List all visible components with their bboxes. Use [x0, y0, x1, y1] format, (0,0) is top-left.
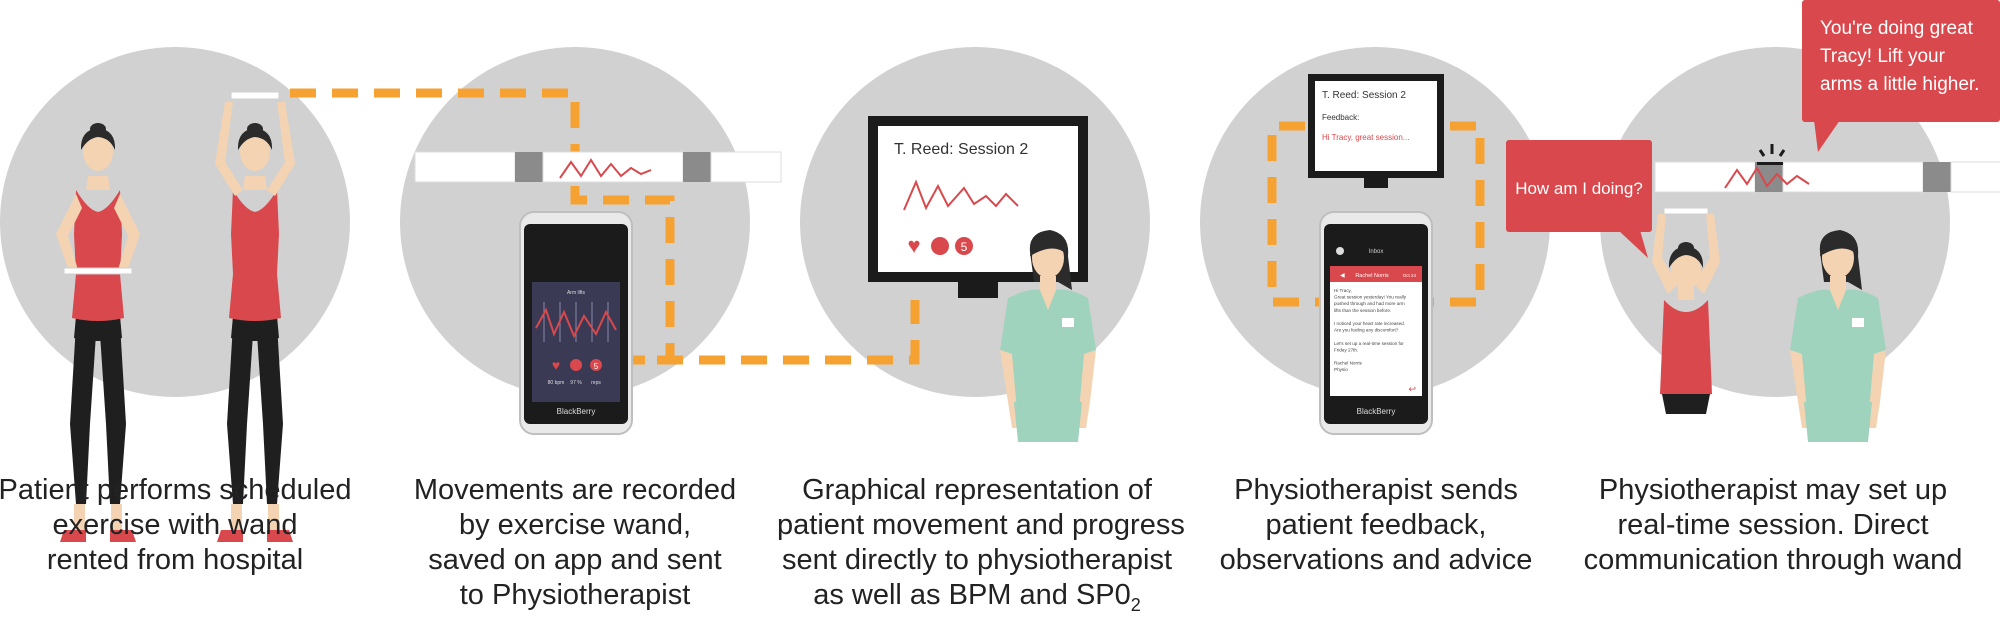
monitor-rep-badge — [955, 237, 973, 255]
caption-line: saved on app and sent — [428, 544, 722, 576]
message-line: I noticed your heart rate increased. — [1334, 321, 1405, 326]
feedback-label: Feedback: — [1322, 113, 1359, 122]
caption-line: communication through wand — [1583, 544, 1963, 576]
spo2-value: 97 % — [570, 380, 582, 386]
feedback-preview: Hi Tracy, great session... — [1322, 133, 1409, 142]
caption-subscript: 2 — [1130, 594, 1141, 615]
caption-line: to Physiotherapist — [459, 579, 691, 611]
message-sender: Rachel Norris — [1355, 273, 1389, 279]
phone-step2: Arm lifts ♥ 5 80 bpm 97 % reps BlackBerr… — [519, 211, 633, 435]
caption-line: Movements are recorded — [413, 474, 737, 506]
oxygen-icon — [570, 359, 582, 371]
caption-line: Graphical representation of — [802, 474, 1152, 506]
message-line: lifts than the session before. — [1334, 308, 1391, 313]
data-flow-connector — [290, 88, 920, 365]
caption-line: observations and advice — [1219, 544, 1533, 576]
monitor-heart-icon: ♥ — [907, 233, 920, 258]
step3-caption: Graphical representation of patient move… — [777, 473, 1185, 623]
feedback-monitor-title: T. Reed: Session 2 — [1322, 90, 1406, 101]
message-line: Great session yesterday! You really — [1334, 295, 1407, 300]
caption-bpm-prefix: as well as BPM and SP0 — [813, 579, 1131, 611]
message-line: pushed through and had more arm — [1334, 301, 1405, 306]
physio-message-line-3: arms a little higher. — [1820, 74, 1979, 95]
physio-message-line-2: Tracy! Lift your — [1820, 46, 1946, 67]
caption-line: Physiotherapist may set up — [1598, 474, 1948, 506]
session-monitor: T. Reed: Session 2 ♥ 5 — [868, 116, 1088, 298]
patient-speech-bubble: How am I doing? — [1506, 140, 1652, 258]
back-arrow-icon: ◀ — [1340, 273, 1345, 279]
phone2-brand: BlackBerry — [1357, 407, 1396, 416]
inbox-avatar-icon — [1336, 247, 1344, 255]
rep-count-badge — [590, 359, 602, 371]
bpm-value: 80 bpm — [548, 380, 565, 386]
patient-standing-figure — [56, 123, 140, 542]
step4-caption: Physiotherapist sends patient feedback, … — [1176, 473, 1576, 578]
feedback-connector — [1267, 121, 1485, 307]
phone-screen-title: Arm lifts — [567, 290, 586, 296]
step2-caption: Movements are recorded by exercise wand,… — [375, 473, 775, 613]
caption-line: as well as BPM and SP02 — [777, 578, 1177, 623]
monitor-oxygen-icon — [931, 237, 949, 255]
step1-caption: Patient performs scheduled exercise with… — [0, 473, 375, 578]
monitor-title: T. Reed: Session 2 — [894, 141, 1028, 158]
exercise-wand — [414, 151, 782, 183]
caption-line: Patient performs scheduled — [0, 474, 352, 506]
caption-line: rented from hospital — [46, 544, 304, 576]
inbox-header: Inbox — [1369, 249, 1384, 255]
realtime-wand — [1654, 161, 2000, 193]
physio-speech-bubble: You're doing great Tracy! Lift your arms… — [1802, 0, 2000, 152]
patient-realtime-figure — [1652, 207, 1720, 414]
caption-line: by exercise wand, — [458, 509, 692, 541]
message-line: Hi Tracy, — [1334, 288, 1352, 293]
message-line: Friday 27th. — [1334, 347, 1358, 352]
caption-line: exercise with wand — [52, 509, 298, 541]
caption-line: patient feedback, — [1265, 509, 1487, 541]
message-line: Are you feeling any discomfort? — [1334, 328, 1399, 333]
message-line: Rachel Norris — [1334, 361, 1363, 366]
caption-line: sent directly to physiotherapist — [781, 544, 1173, 576]
message-line: Physio — [1334, 367, 1348, 372]
patient-question: How am I doing? — [1515, 179, 1643, 198]
phone-step4: Inbox ◀ Rachel Norris Oct 24 Hi Tracy, Gr… — [1319, 211, 1433, 435]
patient-arms-raised-figure — [215, 91, 295, 542]
rep-count: 5 — [594, 362, 599, 371]
step1-circle — [0, 47, 350, 397]
physio-message-line-1: You're doing great — [1820, 18, 1974, 39]
feedback-monitor: T. Reed: Session 2 Feedback: Hi Tracy, g… — [1308, 74, 1444, 188]
reply-icon: ↩ — [1408, 384, 1416, 394]
message-line: Let's set up a real-time session for — [1334, 341, 1404, 346]
caption-line: patient movement and progress — [777, 509, 1185, 541]
phone-brand: BlackBerry — [557, 407, 596, 416]
caption-line: Physiotherapist sends — [1234, 474, 1518, 506]
monitor-rep-count: 5 — [961, 240, 968, 254]
message-body: Hi Tracy, Great session yesterday! You re… — [1334, 288, 1407, 372]
reps-label: reps — [591, 380, 601, 386]
heart-icon: ♥ — [552, 357, 560, 373]
caption-line: real-time session. Direct — [1617, 509, 1929, 541]
message-date: Oct 24 — [1403, 273, 1417, 278]
vibration-indicator-icon — [1758, 144, 1786, 157]
step5-caption: Physiotherapist may set up real-time ses… — [1573, 473, 1973, 578]
